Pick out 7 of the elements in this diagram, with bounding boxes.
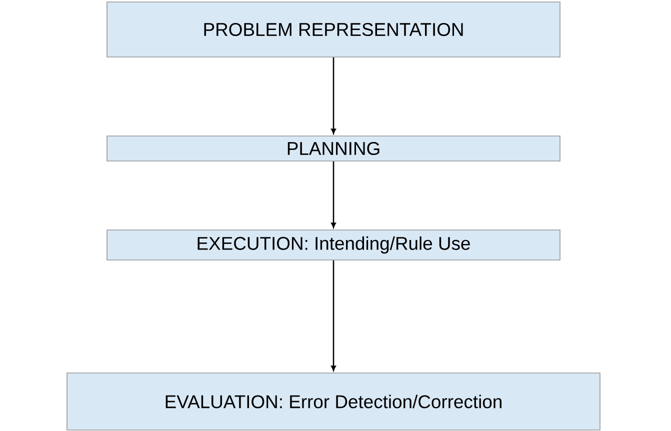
arrow bbox=[331, 161, 336, 228]
arrow bbox=[331, 260, 336, 371]
process-box: EVALUATION: Error Detection/Correction bbox=[66, 372, 600, 430]
process-box: EXECUTION: Intending/Rule Use bbox=[106, 230, 560, 260]
process-box: PLANNING bbox=[106, 136, 560, 162]
arrow bbox=[331, 57, 336, 134]
process-box: PROBLEM REPRESENTATION bbox=[106, 2, 560, 58]
